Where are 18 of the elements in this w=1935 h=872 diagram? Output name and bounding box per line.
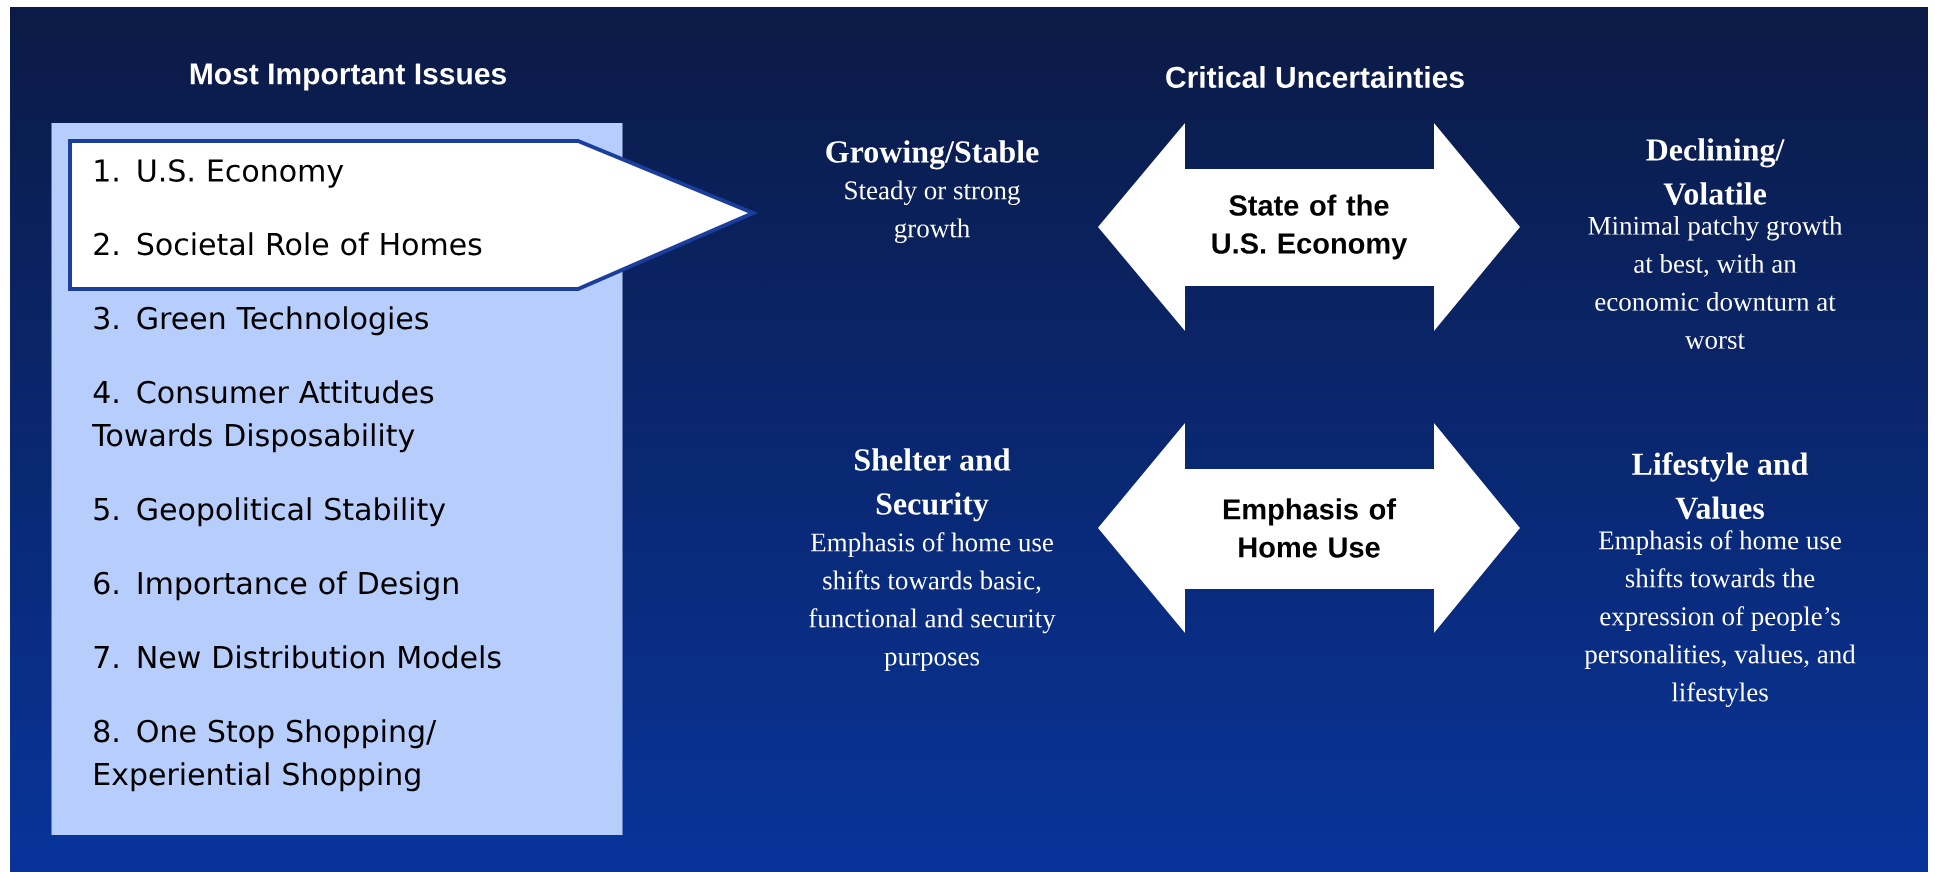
option-description: Emphasis of home use shifts towards the expression of people’s personalities, values, and lifestyles xyxy=(1584,530,1856,708)
list-item: 2. Societal Role of Homes xyxy=(94,232,482,256)
option-description: Steady or strong growth xyxy=(845,180,1020,244)
list-item: 6. Importance of Design xyxy=(94,571,458,601)
option-heading: Growing/Stable xyxy=(826,140,1039,170)
option-heading: Lifestyle and Values xyxy=(1632,452,1809,520)
list-item: 3. Green Technologies xyxy=(94,306,428,336)
option-description: Emphasis of home use shifts towards basic, functional and security purposes xyxy=(809,532,1056,672)
heading: Most Important Issues xyxy=(190,63,506,91)
list-item: 1. U.S. Economy xyxy=(95,159,344,188)
list-item: 7. New Distribution Models xyxy=(94,645,501,669)
option-description: Minimal patchy growth at best, with an economic downturn at worst xyxy=(1588,215,1843,349)
list-item: 5. Geopolitical Stability xyxy=(94,497,446,527)
list-item: 4. Consumer Attitudes Towards Disposability xyxy=(92,380,434,453)
option-heading: Declining/ Volatile xyxy=(1646,138,1785,205)
option-heading: Shelter and Security xyxy=(855,448,1011,522)
list-item: 8. One Stop Shopping/ Experiential Shopping xyxy=(94,719,437,792)
heading: Critical Uncertainties xyxy=(1166,66,1464,88)
